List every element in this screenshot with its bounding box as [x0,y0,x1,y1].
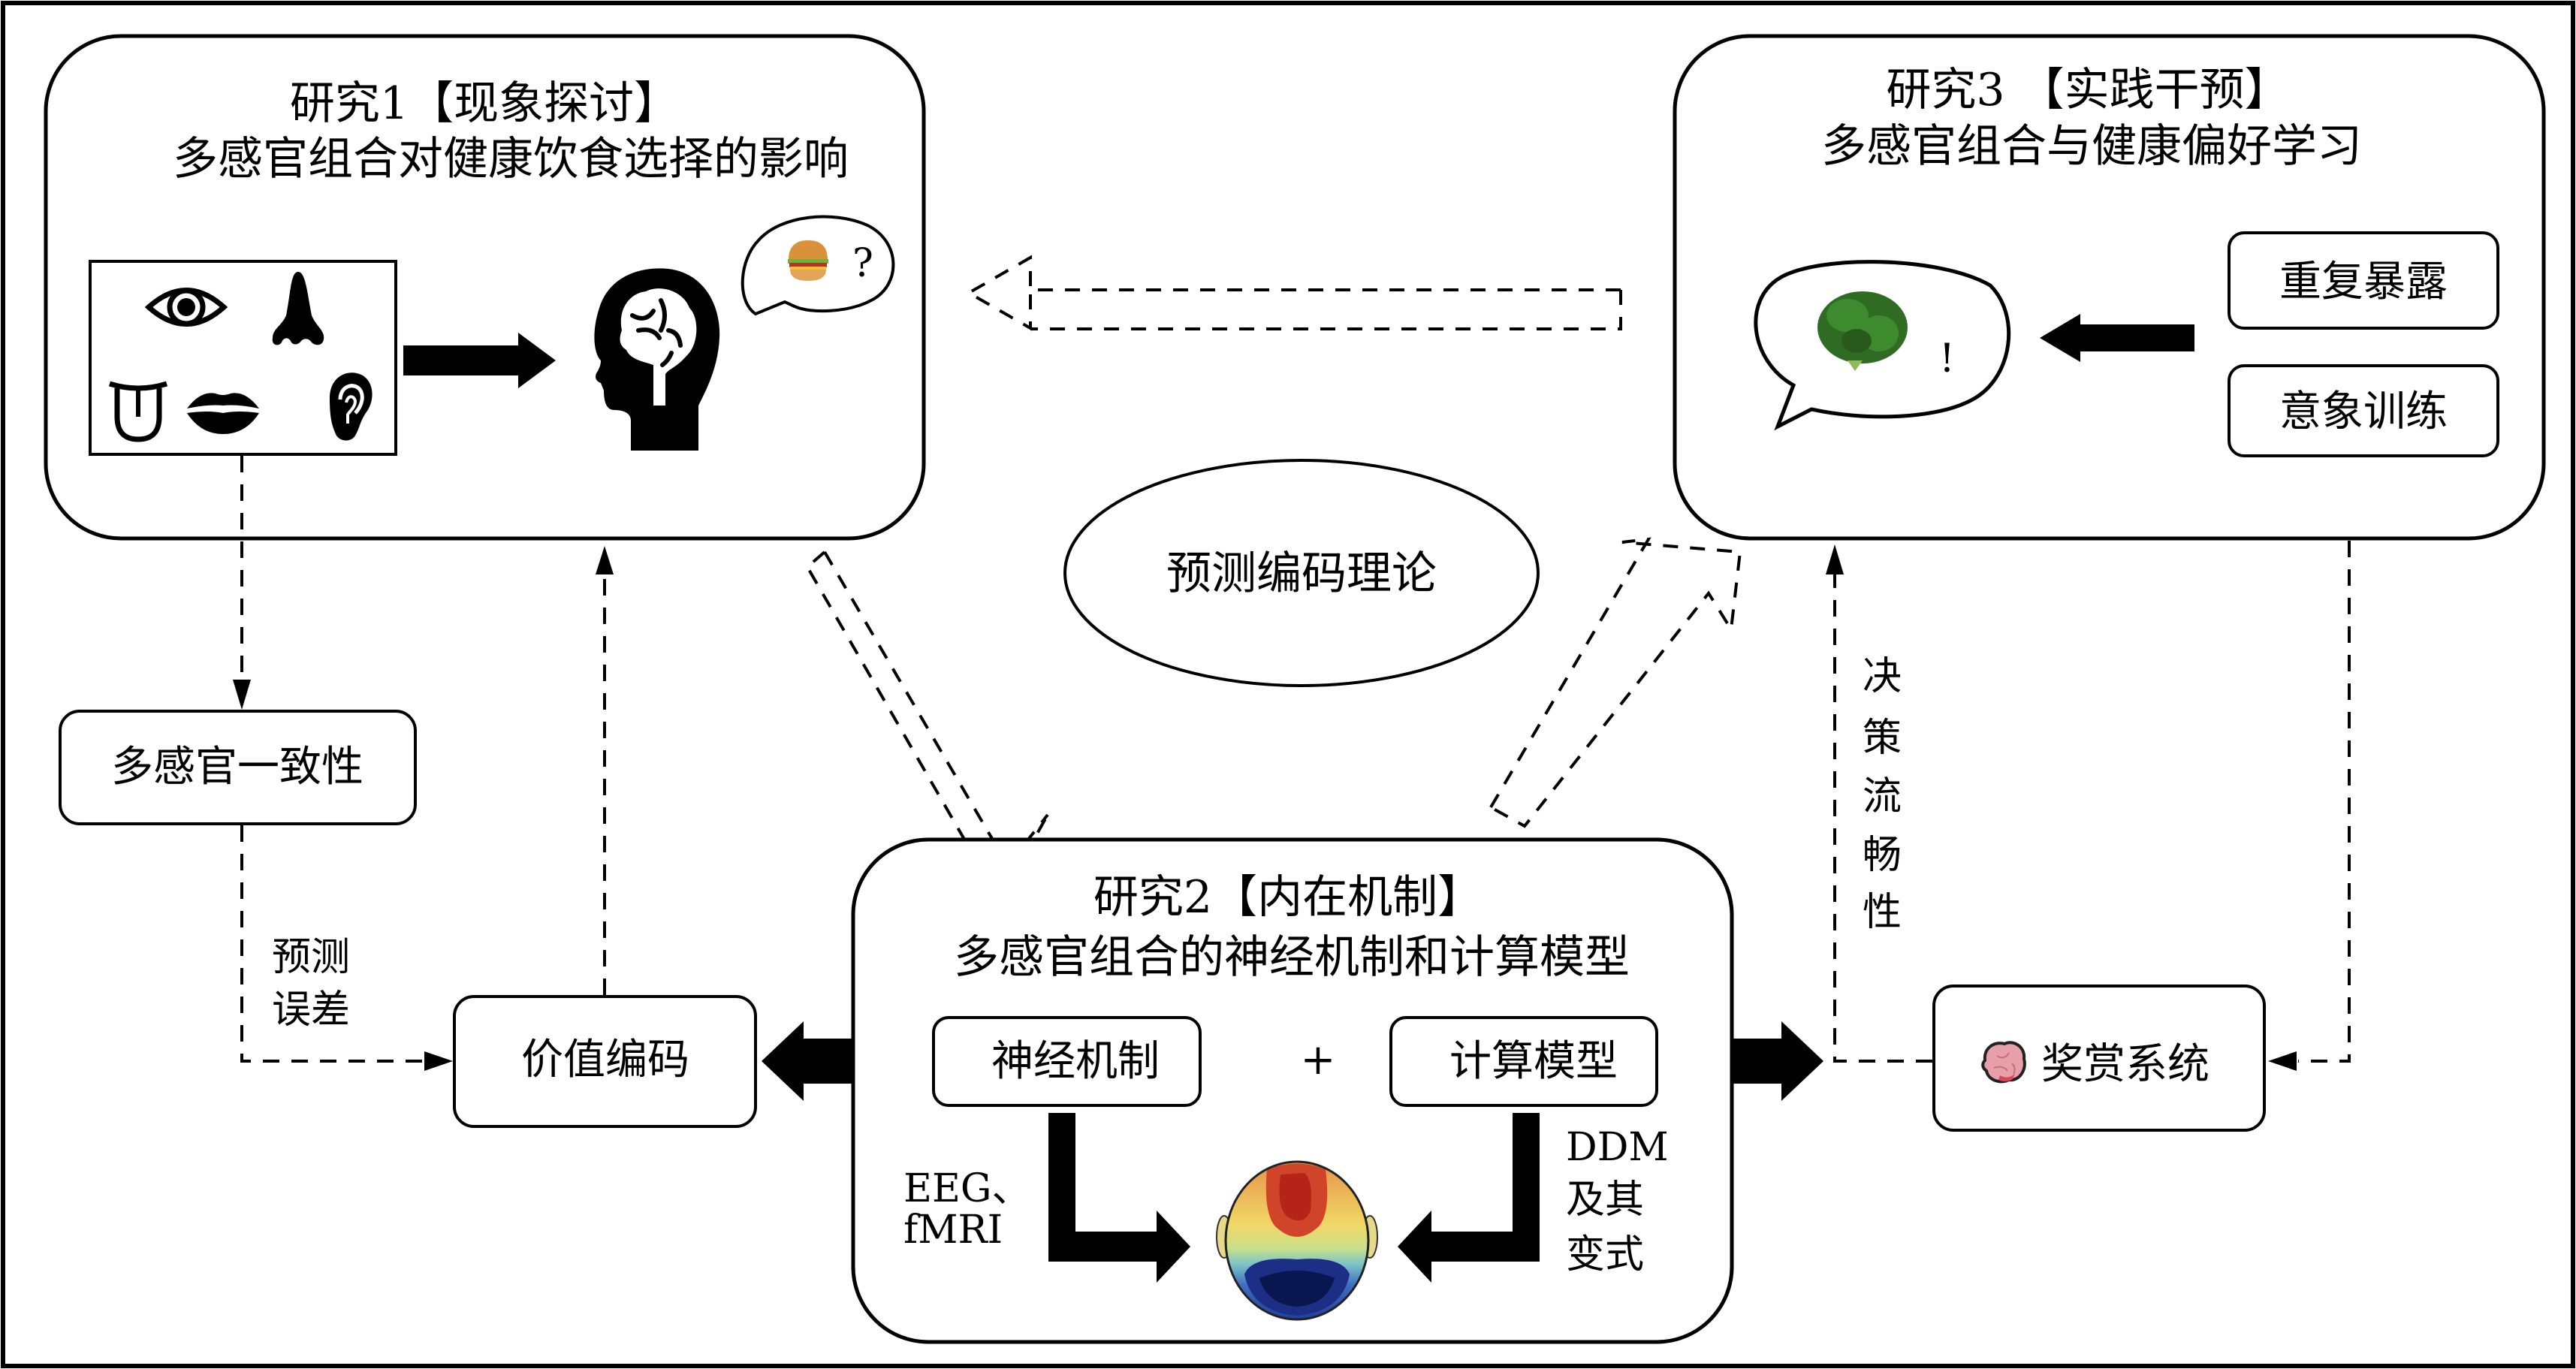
method-variants-2: 变式 [1566,1232,1644,1277]
nose-icon [272,272,324,345]
reward-system-box [1932,985,2266,1132]
study2-to-right-arrow [1732,1021,1823,1101]
study2-subtitle: 多感官组合的神经机制和计算模型 [954,931,1630,984]
study2-panel: 研究2【内在机制】 多感官组合的神经机制和计算模型 神经机制 + 计算模型 EE… [851,837,1734,1344]
prediction-error-label-1: 预测 [272,935,350,980]
hamburger-icon [788,240,828,281]
lips-icon [187,393,259,434]
theory-ellipse [1063,459,1540,687]
intervention-label-imagery: 意象训练 [2279,387,2448,436]
interventions-to-bubble-arrow [2040,314,2194,362]
study3-subtitle: 多感官组合与健康偏好学习 [1821,120,2362,173]
study3-title: 研究3 【实践干预】 [1886,64,2289,116]
senses-box [89,260,397,456]
prediction-error-label-2: 误差 [272,988,350,1033]
brain-icon [1981,1041,2026,1084]
study1-title: 研究1【现象探讨】 [290,77,679,130]
neural-mechanism-box [932,1016,1202,1107]
value-coding-label: 价值编码 [521,1036,689,1084]
eeg-topography-image [1216,1160,1378,1321]
study3-thought-mark: ! [1939,336,1955,381]
eye-icon [144,288,228,327]
intervention-box-imagery [2228,364,2499,457]
congruency-box [59,710,417,825]
neural-mechanism-label: 神经机制 [991,1037,1160,1086]
dashed-study3-to-reward [2298,541,2351,1063]
study1-subtitle: 多感官组合对健康饮食选择的影响 [173,133,849,185]
intervention-box-exposure [2228,231,2499,330]
dashed-reward-to-study3 [1833,574,1932,1063]
dashed-congruency-to-value [240,825,432,1063]
theory-label: 预测编码理论 [1166,547,1437,600]
ear-icon [330,372,373,441]
model-to-eeg-arrow [1398,1113,1540,1283]
thought-bubble-spinach: ! [1754,260,2011,431]
neural-to-eeg-arrow [1048,1113,1190,1283]
plus-sign: + [1301,1036,1336,1084]
method-fmri: fMRI [903,1208,1003,1253]
tongue-icon [108,381,168,442]
method-eeg: EEG、 [903,1166,1030,1211]
spinach-icon [1817,291,1908,371]
decision-fluency-char-2: 策 [1863,716,1902,761]
decision-fluency-char-5: 性 [1863,890,1902,935]
study1-panel: 研究1【现象探讨】 多感官组合对健康饮食选择的影响 [44,34,926,541]
decision-fluency-char-1: 决 [1863,654,1902,699]
study3-panel: 研究3 【实践干预】 多感官组合与健康偏好学习 ! 重复暴露 意象训练 [1673,34,2546,541]
decision-fluency-char-3: 流 [1863,774,1902,819]
hollow-arrow-study2-to-study3 [1489,537,1742,828]
computational-model-label: 计算模型 [1449,1037,1618,1086]
reward-system-label: 奖赏系统 [2041,1040,2210,1089]
study2-to-value-arrow [762,1021,853,1101]
senses-to-head-arrow [403,333,556,388]
study1-thought-mark: ? [852,241,873,286]
computational-model-box [1389,1016,1658,1107]
method-variants-1: 及其 [1566,1178,1644,1223]
hollow-arrow-study3-to-study1 [965,255,1622,331]
study2-title: 研究2【内在机制】 [1093,871,1483,924]
head-brain-icon [594,268,720,451]
value-coding-box [453,995,757,1128]
congruency-label: 多感官一致性 [111,743,363,792]
thought-bubble-burger: ? [741,215,895,316]
method-ddm: DDM [1566,1125,1669,1170]
decision-fluency-char-4: 畅 [1863,833,1902,878]
intervention-label-exposure: 重复暴露 [2279,258,2448,306]
